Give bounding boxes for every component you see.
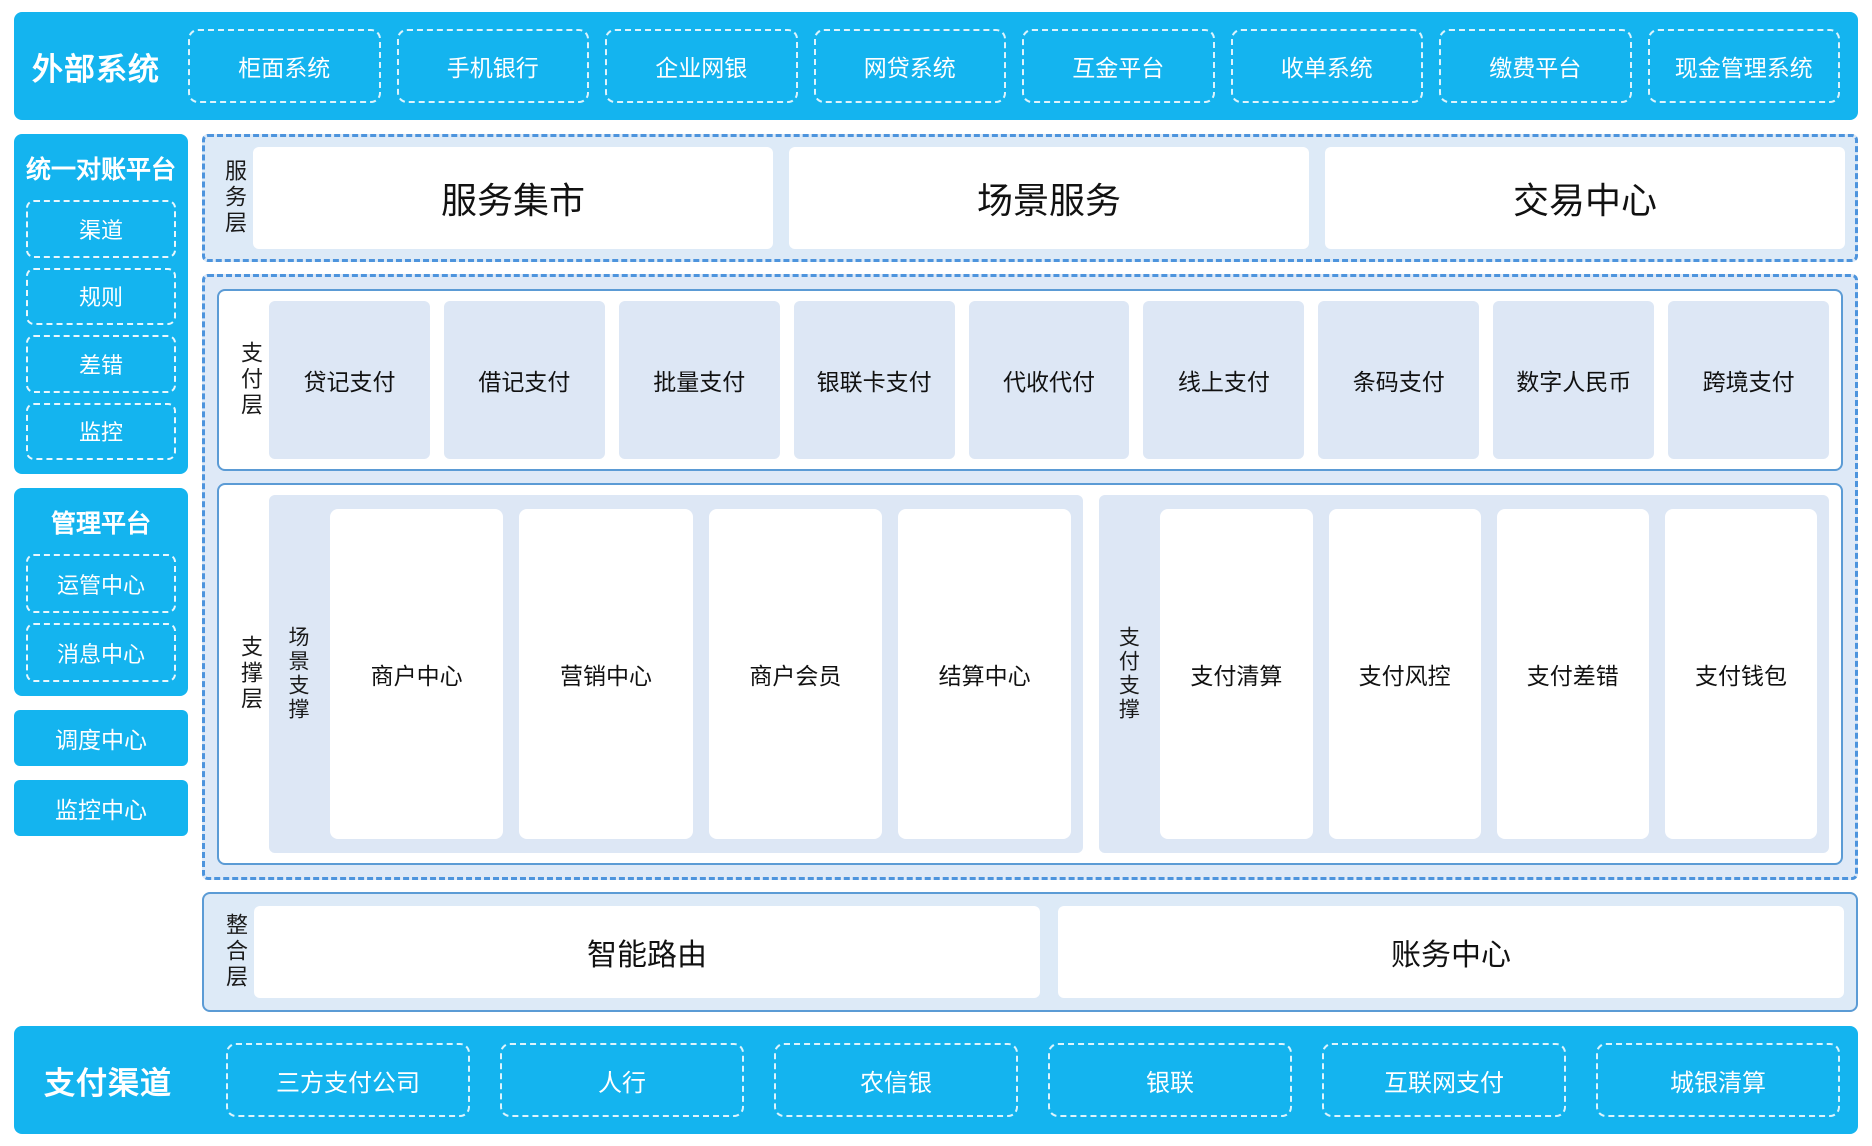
integration-card-smart-routing[interactable]: 智能路由 — [254, 906, 1041, 998]
external-systems-bar: 外部系统 柜面系统 手机银行 企业网银 网贷系统 互金平台 收单系统 缴费平台 … — [14, 12, 1858, 120]
payment-card-credit[interactable]: 贷记支付 — [269, 301, 430, 459]
service-layer-card-list: 服务集市 场景服务 交易中心 — [253, 147, 1846, 249]
integration-card-accounting-center[interactable]: 账务中心 — [1058, 906, 1845, 998]
support-layer-label: 支撑层 — [238, 635, 264, 713]
external-system-item-0[interactable]: 柜面系统 — [188, 29, 381, 103]
payment-card-barcode[interactable]: 条码支付 — [1318, 301, 1480, 459]
payment-channel-item-5[interactable]: 城银清算 — [1596, 1043, 1840, 1117]
support-layer-groups: 场景支撑 商户中心 营销中心 商户会员 结算中心 支付支撑 支付清算 — [269, 495, 1829, 853]
support-card-merchant-center[interactable]: 商户中心 — [330, 509, 504, 839]
payment-card-unionpay[interactable]: 银联卡支付 — [793, 301, 955, 459]
payment-channels-chip-list: 三方支付公司 人行 农信银 银联 互联网支付 城银清算 — [226, 1043, 1840, 1117]
support-card-settlement-center[interactable]: 结算中心 — [898, 509, 1072, 839]
external-systems-title: 外部系统 — [32, 51, 160, 87]
payment-card-debit[interactable]: 借记支付 — [443, 301, 605, 459]
payment-channels-bar: 支付渠道 三方支付公司 人行 农信银 银联 互联网支付 城银清算 — [14, 1026, 1858, 1134]
management-item-operations[interactable]: 运管中心 — [26, 554, 177, 613]
payment-layer-card-list: 贷记支付 借记支付 批量支付 银联卡支付 代收代付 线上支付 条码支付 数字人民… — [269, 301, 1830, 459]
support-card-merchant-member[interactable]: 商户会员 — [708, 509, 882, 839]
core-layer-group: 支付层 贷记支付 借记支付 批量支付 银联卡支付 代收代付 线上支付 条码支付 … — [202, 274, 1858, 880]
sidebar-spacer — [14, 850, 188, 1012]
sidebar-item-monitoring-center[interactable]: 监控中心 — [14, 780, 189, 836]
support-layer-panel: 支撑层 场景支撑 商户中心 营销中心 商户会员 结算中心 — [217, 483, 1843, 865]
payment-channel-item-3[interactable]: 银联 — [1048, 1043, 1292, 1117]
management-item-message[interactable]: 消息中心 — [26, 623, 177, 682]
integration-layer-panel: 整合层 智能路由 账务中心 — [202, 892, 1858, 1012]
service-card-transaction[interactable]: 交易中心 — [1325, 147, 1846, 249]
payment-channel-item-4[interactable]: 互联网支付 — [1322, 1043, 1566, 1117]
payment-card-batch[interactable]: 批量支付 — [618, 301, 780, 459]
reconciliation-title: 统一对账平台 — [26, 156, 177, 184]
external-system-item-1[interactable]: 手机银行 — [396, 29, 589, 103]
support-card-payment-wallet[interactable]: 支付钱包 — [1664, 509, 1818, 839]
external-system-item-6[interactable]: 缴费平台 — [1439, 29, 1632, 103]
service-layer-label: 服务层 — [222, 159, 248, 237]
payment-support-label: 支付支撑 — [1116, 626, 1140, 722]
external-system-item-2[interactable]: 企业网银 — [605, 29, 798, 103]
support-card-payment-error[interactable]: 支付差错 — [1496, 509, 1649, 839]
external-system-item-4[interactable]: 互金平台 — [1022, 29, 1215, 103]
integration-layer-card-list: 智能路由 账务中心 — [254, 906, 1845, 998]
sidebar-item-scheduling-center[interactable]: 调度中心 — [14, 710, 189, 766]
external-systems-chip-list: 柜面系统 手机银行 企业网银 网贷系统 互金平台 收单系统 缴费平台 现金管理系… — [188, 29, 1840, 103]
service-card-scene[interactable]: 场景服务 — [789, 147, 1310, 249]
payment-card-cross-border[interactable]: 跨境支付 — [1668, 301, 1830, 459]
payment-card-collection-payment[interactable]: 代收代付 — [968, 301, 1130, 459]
support-card-payment-clearing[interactable]: 支付清算 — [1160, 509, 1313, 839]
reconciliation-item-error[interactable]: 差错 — [26, 335, 177, 393]
sidebar-panel-reconciliation: 统一对账平台 渠道 规则 差错 监控 — [14, 134, 189, 474]
reconciliation-item-rule[interactable]: 规则 — [26, 267, 177, 325]
payment-card-digital-rmb[interactable]: 数字人民币 — [1493, 301, 1655, 459]
reconciliation-item-channel[interactable]: 渠道 — [26, 200, 177, 258]
integration-layer-label: 整合层 — [223, 913, 249, 991]
payment-channels-title: 支付渠道 — [44, 1065, 172, 1101]
left-sidebar: 统一对账平台 渠道 规则 差错 监控 管理平台 运管中心 消息中心 调度中心 监… — [14, 134, 189, 1012]
external-system-item-3[interactable]: 网贷系统 — [813, 29, 1006, 103]
payment-card-online[interactable]: 线上支付 — [1143, 301, 1305, 459]
payment-layer-panel: 支付层 贷记支付 借记支付 批量支付 银联卡支付 代收代付 线上支付 条码支付 … — [217, 289, 1843, 471]
payment-layer-label: 支付层 — [238, 341, 264, 419]
external-system-item-5[interactable]: 收单系统 — [1230, 29, 1423, 103]
middle-region: 统一对账平台 渠道 规则 差错 监控 管理平台 运管中心 消息中心 调度中心 监… — [14, 134, 1858, 1012]
service-layer-group: 服务层 服务集市 场景服务 交易中心 — [202, 134, 1858, 262]
scene-support-card-list: 商户中心 营销中心 商户会员 结算中心 — [330, 509, 1072, 839]
scene-support-group: 场景支撑 商户中心 营销中心 商户会员 结算中心 — [269, 495, 1084, 853]
sidebar-panel-management: 管理平台 运管中心 消息中心 — [14, 488, 189, 696]
content-stack: 服务层 服务集市 场景服务 交易中心 支付层 贷记支付 借记支付 批量支付 银联… — [202, 134, 1858, 1012]
payment-support-group: 支付支撑 支付清算 支付风控 支付差错 支付钱包 — [1099, 495, 1829, 853]
support-card-payment-risk[interactable]: 支付风控 — [1328, 509, 1481, 839]
reconciliation-item-monitor[interactable]: 监控 — [26, 402, 177, 460]
service-card-market[interactable]: 服务集市 — [253, 147, 774, 249]
payment-channel-item-1[interactable]: 人行 — [500, 1043, 744, 1117]
management-title: 管理平台 — [51, 510, 152, 538]
external-system-item-7[interactable]: 现金管理系统 — [1647, 29, 1840, 103]
payment-channel-item-2[interactable]: 农信银 — [774, 1043, 1018, 1117]
support-card-marketing-center[interactable]: 营销中心 — [519, 509, 693, 839]
scene-support-label: 场景支撑 — [286, 626, 310, 722]
payment-channel-item-0[interactable]: 三方支付公司 — [226, 1043, 470, 1117]
payment-support-card-list: 支付清算 支付风控 支付差错 支付钱包 — [1160, 509, 1818, 839]
